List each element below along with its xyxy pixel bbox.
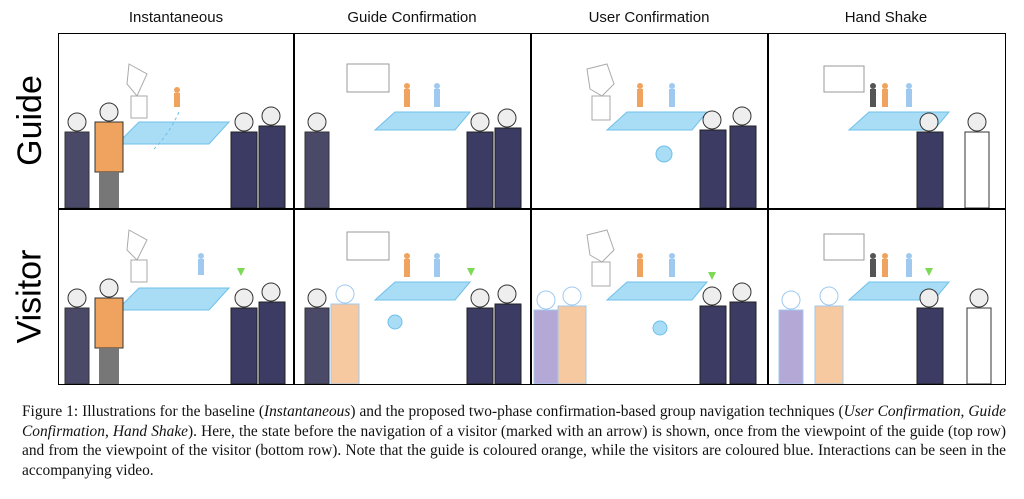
panel-guide-guide-confirmation: [295, 34, 530, 208]
panel-visitor-user-confirmation: [532, 210, 767, 384]
column-header-hand-shake: Hand Shake: [844, 9, 928, 26]
panel-guide-instantaneous: [59, 34, 293, 208]
column-header-instantaneous: Instantaneous: [128, 9, 224, 26]
panel-visitor-guide-confirmation: [295, 210, 530, 384]
panel-visitor-instantaneous: [59, 210, 293, 384]
illustration-grid: [58, 33, 1006, 385]
guide-figure: [94, 102, 124, 208]
panel-guide-hand-shake: [769, 34, 1005, 208]
column-header-guide-confirmation: Guide Confirmation: [347, 9, 477, 26]
figure-caption: Figure 1: Illustrations for the baseline…: [22, 403, 1007, 479]
row-header-visitor: Visitor: [10, 249, 49, 343]
panel-visitor-hand-shake: [769, 210, 1005, 384]
column-header-user-confirmation: User Confirmation: [588, 9, 710, 26]
row-header-guide: Guide: [10, 74, 49, 166]
panel-guide-user-confirmation: [532, 34, 767, 208]
